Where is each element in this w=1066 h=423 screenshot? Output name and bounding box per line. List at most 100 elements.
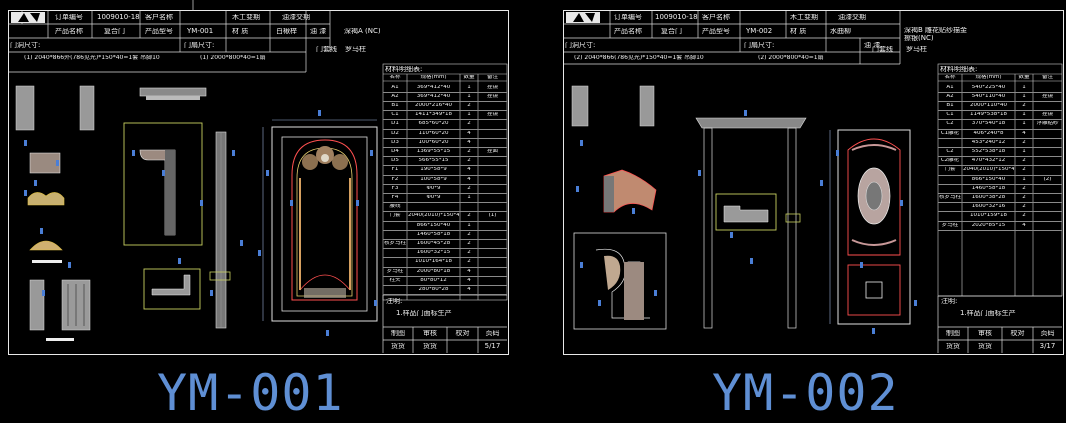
table-cell: 1 bbox=[467, 222, 471, 228]
footer-value: 货货 bbox=[423, 343, 437, 350]
note-label: 注明: bbox=[386, 298, 403, 305]
table-cell: 190*58*9 bbox=[420, 167, 447, 173]
table-cell: 2000*216*40 bbox=[415, 102, 452, 108]
table-cell: C1 bbox=[946, 112, 954, 118]
table-cell: 1 bbox=[467, 93, 471, 99]
footer-label: 审核 bbox=[978, 330, 992, 337]
paint-value: 深褐A (NC) bbox=[344, 28, 381, 35]
table-row bbox=[938, 211, 1062, 213]
table-row bbox=[938, 156, 1062, 158]
table-row bbox=[938, 119, 1062, 121]
material-list-title: 材料明细表: bbox=[385, 66, 423, 73]
table-cell: 2 bbox=[467, 185, 471, 191]
table-cell: 4 bbox=[1022, 130, 1026, 136]
note-label: 注明: bbox=[941, 298, 958, 305]
footer-label: 制图 bbox=[391, 330, 405, 337]
table-cell: 罗马柱 bbox=[386, 268, 404, 274]
hardware-label: 门套线 bbox=[872, 46, 893, 53]
table-cell: 2 bbox=[467, 231, 471, 237]
hardware-value: 罗马柱 bbox=[906, 46, 927, 53]
table-row bbox=[383, 119, 507, 121]
title-header-grid-1 bbox=[8, 10, 331, 73]
table-cell: 2040(2010)*150*40 bbox=[963, 167, 1014, 173]
table-cell: 369*412*40 bbox=[416, 93, 451, 99]
customer-value: 木工变期 bbox=[790, 14, 818, 21]
profile-sections-ym-002 bbox=[571, 85, 657, 213]
table-cell: 浮雕贴纱 bbox=[1036, 121, 1059, 127]
table-cell: 2 bbox=[467, 148, 471, 154]
footer-label: 页码 bbox=[485, 330, 500, 337]
table-cell: 2 bbox=[467, 121, 471, 127]
table-cell: 4 bbox=[467, 167, 471, 173]
table-row bbox=[383, 192, 507, 194]
table-cell: 2 bbox=[1022, 167, 1026, 173]
door-frame-ym-002 bbox=[695, 117, 807, 329]
table-cell: 1369*55*15 bbox=[416, 148, 451, 154]
product-name-label: 产品名称 bbox=[614, 28, 642, 35]
table-row bbox=[383, 156, 507, 158]
table-cell: 2 bbox=[467, 250, 471, 256]
profile-sections-ym-001 bbox=[15, 85, 95, 341]
table-row bbox=[938, 220, 1062, 222]
door-size-value: (1) 2000*800*40=1扇 bbox=[200, 55, 266, 61]
paint-label: 油 漆 bbox=[310, 28, 327, 35]
table-cell: 470*432*12 bbox=[971, 158, 1006, 164]
dimension-markers-ym-001 bbox=[24, 110, 377, 336]
table-cell: 2 bbox=[1022, 158, 1026, 164]
table-cell: 1 bbox=[1022, 121, 1026, 127]
table-cell: B1 bbox=[946, 102, 954, 108]
note-text: 1.样品门面标生产 bbox=[960, 310, 1016, 317]
table-header-cell: 名称 bbox=[944, 75, 956, 80]
table-cell: C2 bbox=[946, 121, 954, 127]
order-no-label: 订单编号 bbox=[55, 14, 83, 21]
footer-label: 校对 bbox=[1010, 330, 1025, 337]
opening-value: (2) 2040*866(786见光)*150*40=1套 吊脚10 bbox=[574, 55, 704, 61]
table-cell: 4 bbox=[467, 176, 471, 182]
table-header-cell: 备注 bbox=[486, 75, 498, 80]
customer-label: 客户名称 bbox=[145, 14, 173, 21]
table-cell: B1 bbox=[391, 102, 399, 108]
table-cell: 2 bbox=[467, 102, 471, 108]
table-cell: F3 bbox=[391, 185, 399, 191]
table-row bbox=[383, 266, 507, 268]
table-cell: 685*60*20 bbox=[418, 121, 449, 127]
table-cell: 1 bbox=[467, 112, 471, 118]
product-model-label: 产品型号 bbox=[702, 28, 730, 35]
dimension-markers-ym-002 bbox=[576, 110, 917, 334]
table-cell: Φ0*9 bbox=[426, 194, 441, 200]
table-cell: 2020*85*15 bbox=[971, 222, 1006, 228]
table-cell: 4 bbox=[467, 277, 471, 283]
table-cell: 门套 bbox=[389, 213, 401, 219]
paint-value: 深褐B 雕花贴纱描金 bbox=[904, 27, 968, 34]
table-row bbox=[938, 202, 1062, 204]
table-cell: 566*55*15 bbox=[418, 158, 449, 164]
material-value: 水曲柳 bbox=[830, 28, 851, 35]
table-cell: 4 bbox=[1022, 222, 1026, 228]
material-table-grid-1 bbox=[382, 63, 508, 301]
table-row bbox=[938, 100, 1062, 102]
table-header-cell: 备注 bbox=[1041, 75, 1053, 80]
table-cell: 1 bbox=[1022, 84, 1026, 90]
product-model-label: 产品型号 bbox=[145, 28, 173, 35]
table-cell: 核罗马柱 bbox=[384, 240, 406, 246]
footer-grid-2 bbox=[937, 295, 1062, 353]
table-row bbox=[383, 91, 507, 93]
opening-value: (1) 2040*866外(786见光)*150*40=1套 吊脚10 bbox=[24, 55, 160, 61]
table-row bbox=[383, 275, 507, 277]
table-cell: 4 bbox=[467, 130, 471, 136]
table-cell: 2000*80*18 bbox=[416, 268, 451, 274]
material-label: 材 质 bbox=[232, 28, 249, 35]
table-cell: 4 bbox=[467, 139, 471, 145]
table-cell: 866*150*40 bbox=[971, 176, 1006, 182]
opening-label: 门洞尺寸: bbox=[10, 42, 41, 49]
footer-label: 制图 bbox=[946, 330, 960, 337]
door-elevation-ym-001 bbox=[262, 119, 378, 322]
table-cell: 腰线 bbox=[389, 204, 401, 210]
table-cell: D5 bbox=[391, 158, 399, 164]
table-row bbox=[938, 174, 1062, 176]
table-cell: 2 bbox=[467, 259, 471, 265]
table-row bbox=[383, 183, 507, 185]
paint-label: 油 漆 bbox=[864, 42, 881, 49]
table-header-cell: 名称 bbox=[389, 75, 401, 80]
table-cell: 1600*32*15 bbox=[416, 250, 451, 256]
